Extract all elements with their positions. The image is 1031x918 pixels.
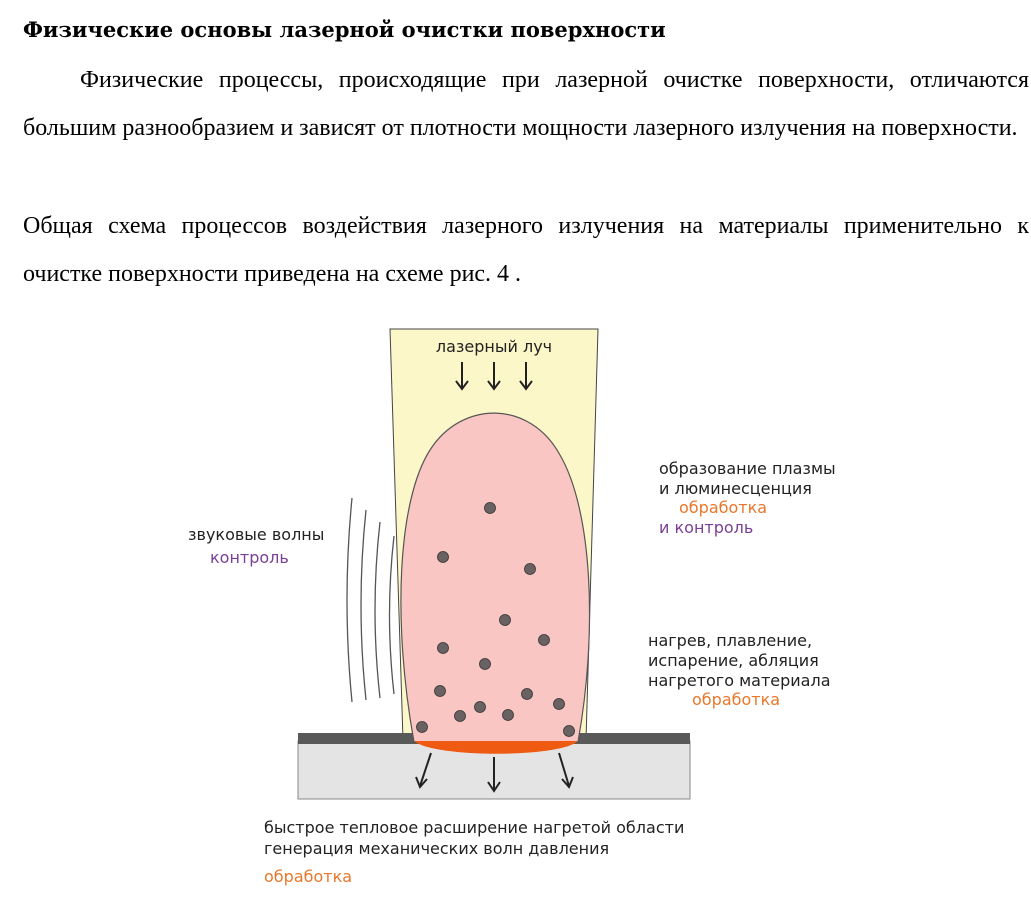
bottom-label-line2: генерация механических волн давления xyxy=(264,839,609,858)
plasma-plume xyxy=(400,412,591,743)
beam-label: лазерный луч xyxy=(436,337,552,356)
sound-tag: контроль xyxy=(210,548,289,567)
diagram-svg: лазерный луч xyxy=(188,328,836,886)
heat-tag: обработка xyxy=(692,690,780,709)
laser-cleaning-diagram: лазерный луч xyxy=(0,300,1031,913)
plasma-tag-control: и контроль xyxy=(659,518,753,537)
plasma-particles xyxy=(416,502,575,737)
heat-label-line2: испарение, абляция xyxy=(648,651,819,670)
pressure-arrows xyxy=(415,752,574,793)
bottom-label-line1: быстрое тепловое расширение нагретой обл… xyxy=(264,818,684,837)
paragraph-intro: Физические процессы, происходящие при ла… xyxy=(23,67,1029,141)
plasma-tag-processing: обработка xyxy=(679,498,767,517)
sound-waves-icon xyxy=(346,497,395,703)
melt-zone xyxy=(414,741,578,754)
plasma-label-line2: и люминесценция xyxy=(659,479,812,498)
heat-label-line1: нагрев, плавление, xyxy=(648,631,812,650)
paragraph-scheme: Общая схема процессов воздействия лазерн… xyxy=(23,213,1029,287)
plasma-label-line1: образование плазмы xyxy=(659,459,836,478)
section-heading: Физические основы лазерной очистки повер… xyxy=(23,17,666,42)
beam-arrows xyxy=(455,362,533,391)
sound-label: звуковые волны xyxy=(188,525,324,544)
heat-label-line3: нагретого материала xyxy=(648,671,831,690)
bottom-tag: обработка xyxy=(264,867,352,886)
